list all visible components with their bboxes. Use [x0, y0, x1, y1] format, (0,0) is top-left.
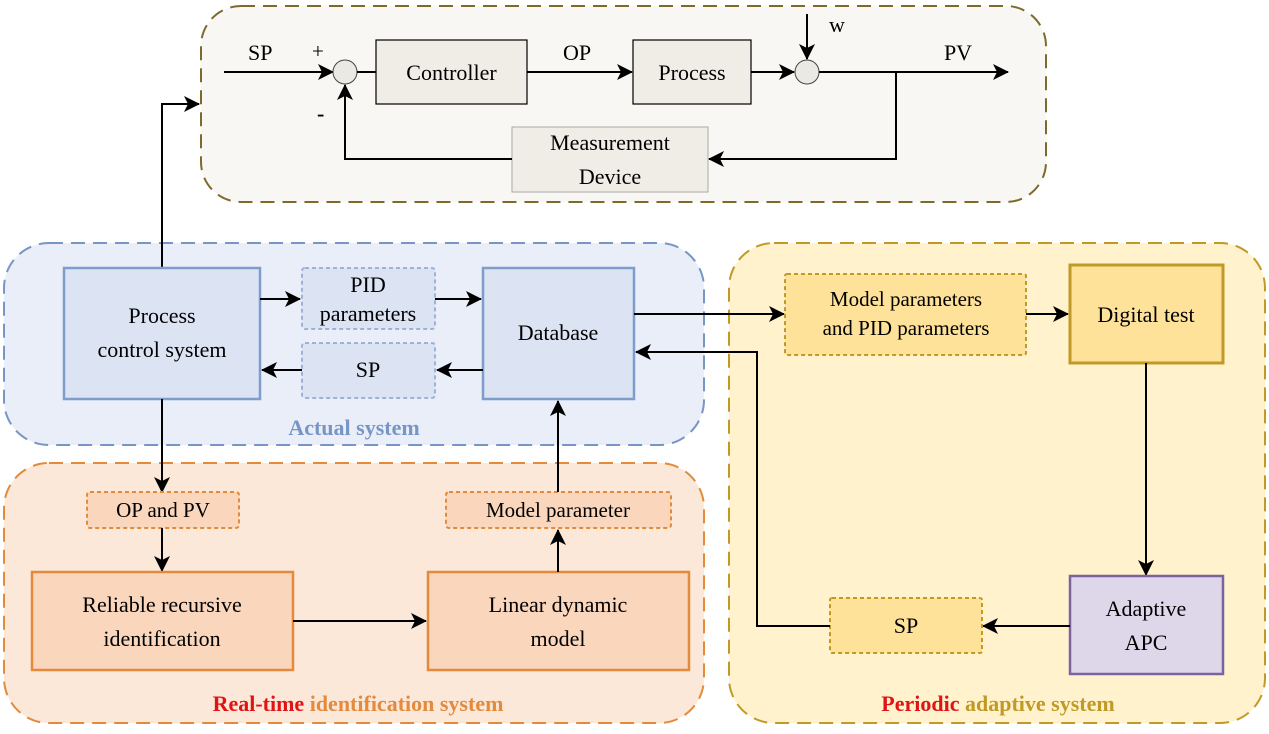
feedback-to-measurement-arrow	[708, 72, 897, 167]
reliable-label-line2: identification	[103, 626, 220, 651]
model-and-pid-parameters-block	[784, 273, 1027, 356]
plus-sign: +	[312, 39, 324, 63]
pid-parameters-block	[301, 267, 436, 330]
op-and-pv-block	[86, 491, 240, 529]
actual-sp-label: SP	[356, 357, 380, 382]
process-label: Process	[658, 60, 725, 85]
model-pid-label-line2: and PID parameters	[823, 316, 990, 340]
model-parameter-label: Model parameter	[486, 498, 630, 522]
disturbance-label: w	[829, 12, 845, 37]
digital-test-label: Digital test	[1097, 302, 1194, 327]
linear-dynamic-model-block	[426, 570, 691, 672]
minus-sign: -	[317, 101, 324, 126]
sp-label: SP	[248, 40, 272, 65]
measurement-label-line1: Measurement	[550, 130, 670, 155]
controller-block	[375, 39, 528, 105]
op-and-pv-label: OP and PV	[116, 498, 210, 522]
summing-junction-2	[794, 59, 820, 85]
reliable-label-line1: Reliable recursive	[82, 592, 241, 617]
linear-label-line2: model	[531, 626, 586, 651]
periodic-title-rest: adaptive system	[959, 691, 1114, 716]
measurement-label-line2: Device	[579, 164, 641, 189]
periodic-title-red: Periodic	[881, 691, 959, 716]
actual-sp-block	[301, 342, 436, 399]
model-pid-label-line1: Model parameters	[830, 287, 982, 311]
database-block	[481, 266, 636, 401]
measurement-device-block	[511, 126, 709, 193]
digital-test-block	[1068, 263, 1225, 365]
actual-system-title: Actual system	[288, 415, 419, 440]
pid-label-line2: parameters	[320, 301, 417, 326]
linear-label-line1: Linear dynamic	[489, 592, 628, 617]
realtime-title-red: Real-time	[213, 691, 305, 716]
periodic-sp-label: SP	[894, 613, 918, 638]
database-label: Database	[518, 320, 599, 345]
summing-junction-1	[332, 59, 358, 85]
reliable-recursive-identification-block	[30, 570, 295, 672]
measurement-to-sum-arrow	[337, 84, 512, 160]
adaptive-apc-label-line1: Adaptive	[1106, 596, 1187, 621]
sp-to-database-arrow	[635, 344, 830, 627]
controller-label: Controller	[406, 60, 497, 85]
model-parameter-block	[445, 491, 672, 529]
adaptive-apc-block	[1068, 574, 1225, 676]
periodic-system-title: Periodic adaptive system	[881, 691, 1114, 716]
op-label: OP	[563, 40, 591, 65]
process-control-system-block	[62, 266, 262, 401]
pcs-label-line1: Process	[128, 303, 195, 328]
adaptive-apc-label-line2: APC	[1125, 630, 1168, 655]
process-block	[632, 39, 752, 105]
pid-label-line1: PID	[350, 272, 385, 297]
realtime-system-title: Real-time identification system	[213, 691, 504, 716]
pcs-to-loop-arrow	[161, 96, 200, 268]
realtime-title-rest: identification system	[304, 691, 503, 716]
pv-label: PV	[944, 40, 972, 65]
pcs-label-line2: control system	[98, 337, 227, 362]
